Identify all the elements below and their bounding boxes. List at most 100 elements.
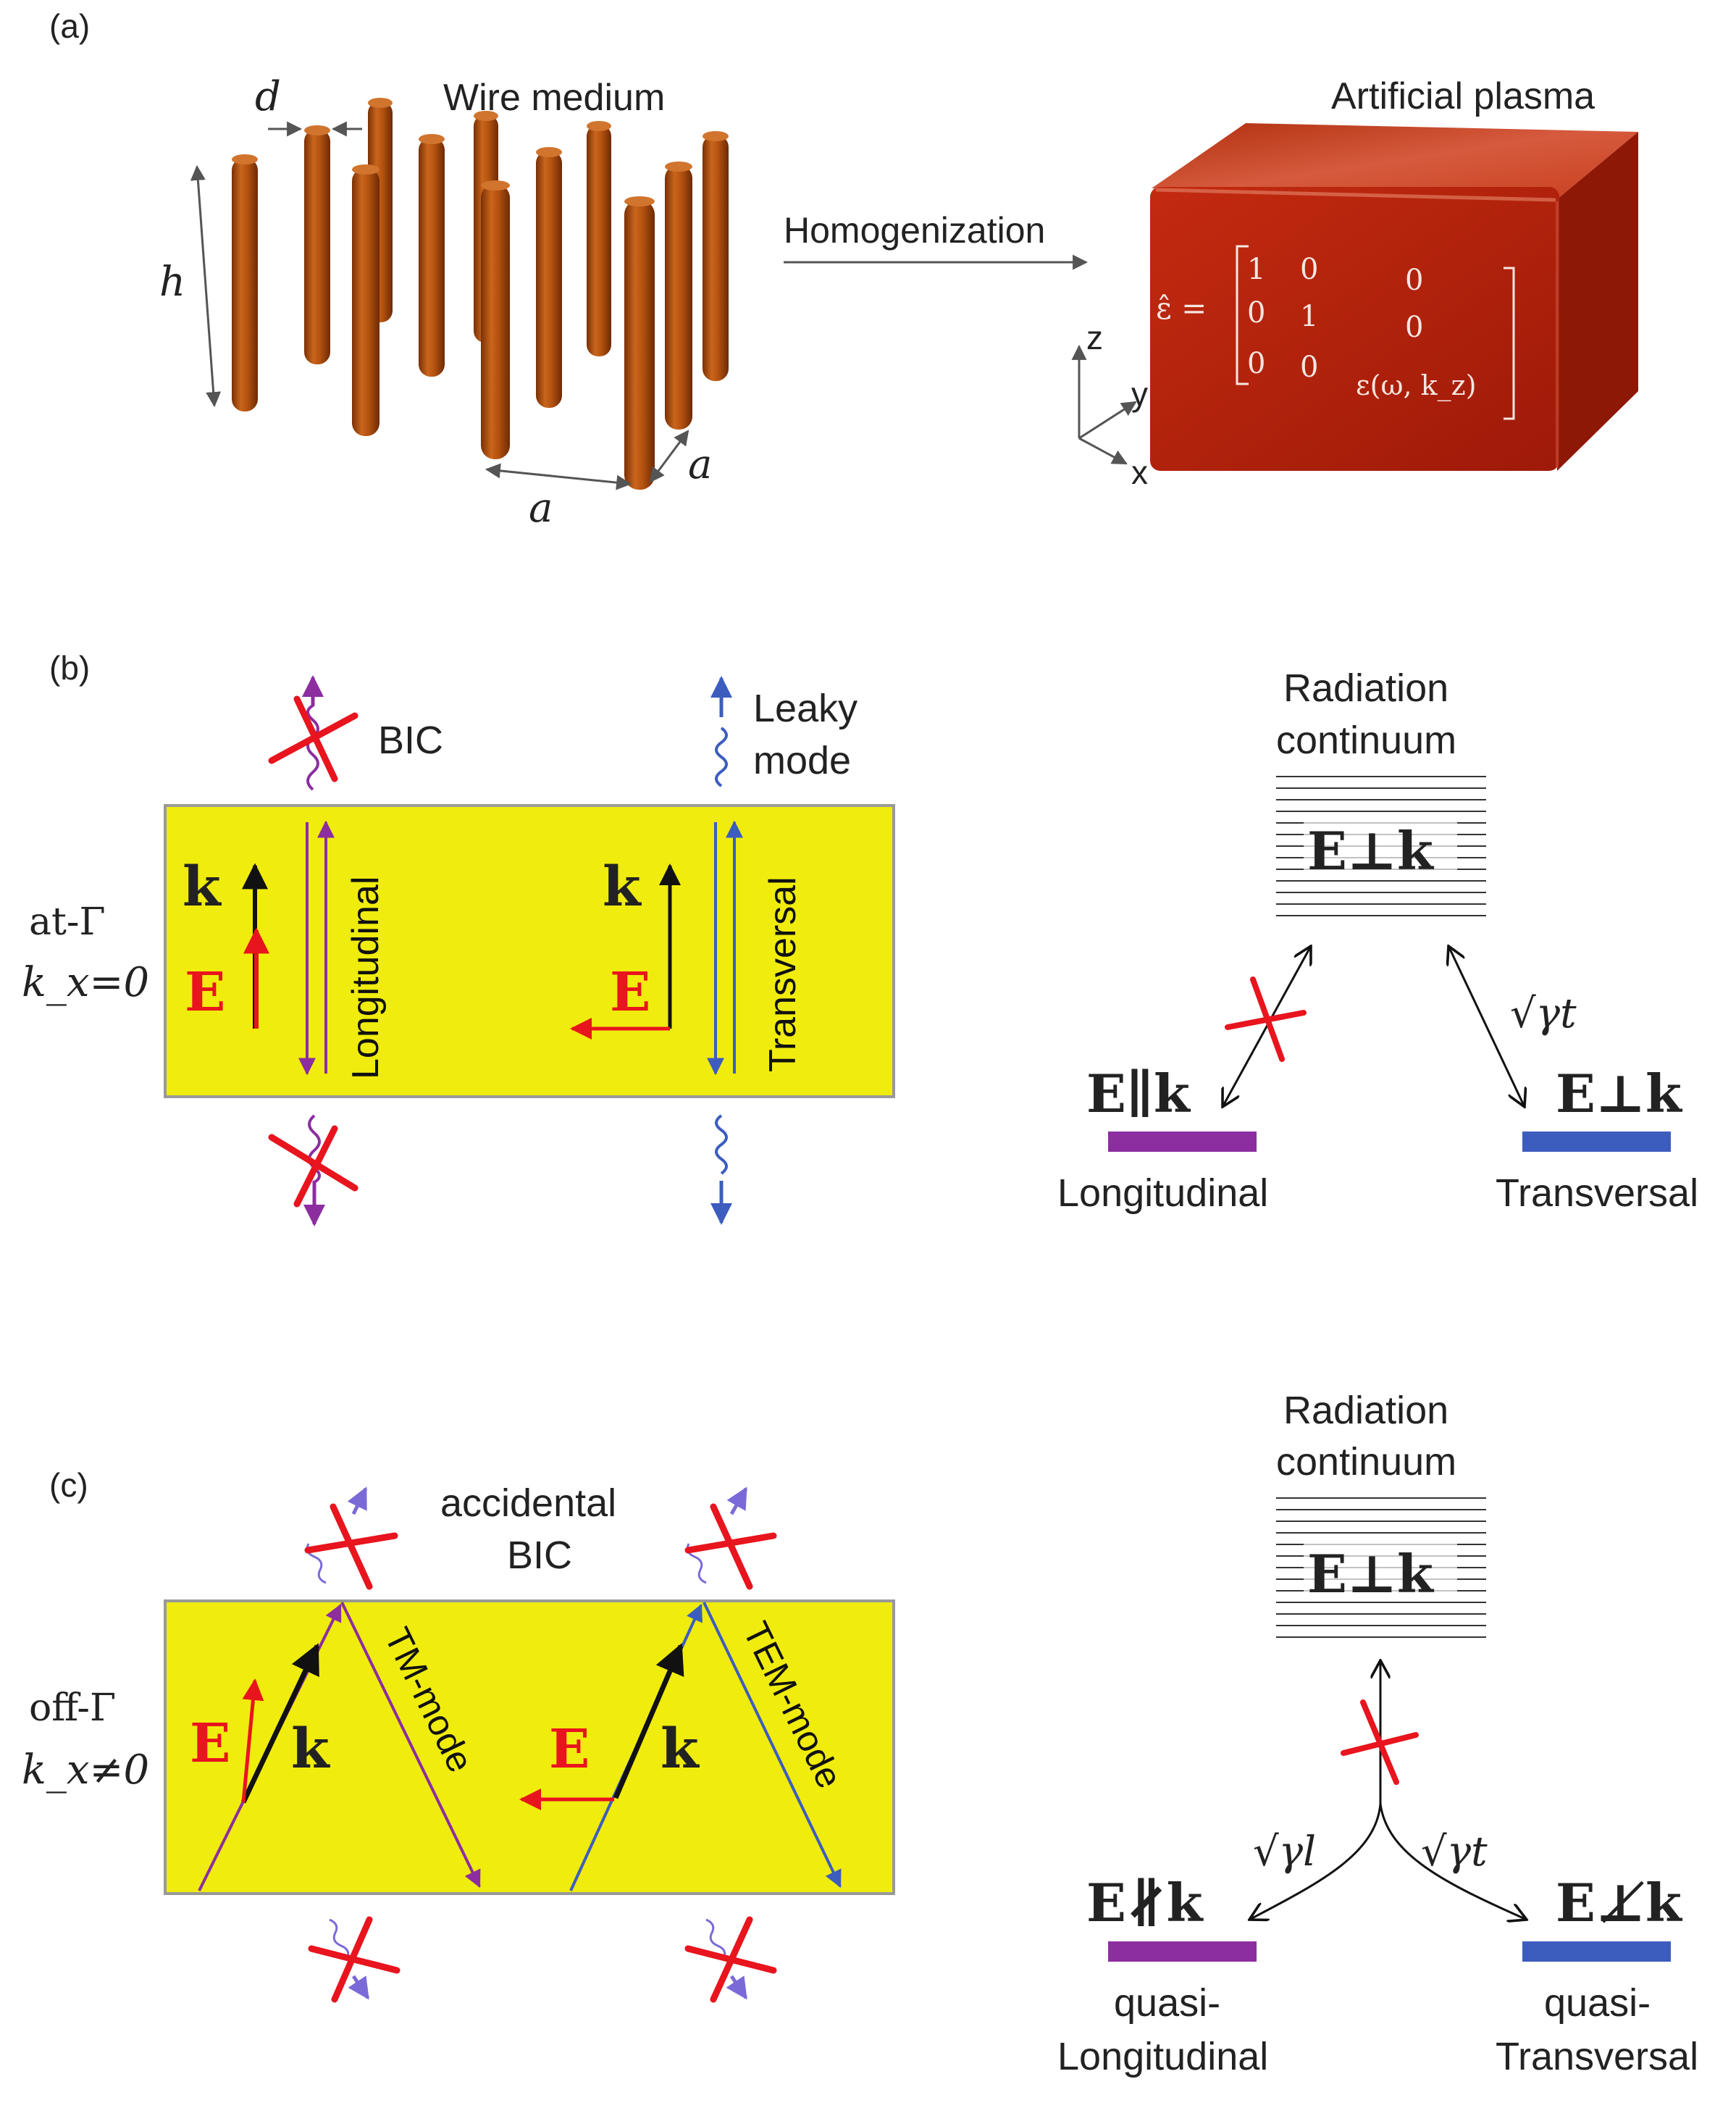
matrix-cell: 0 [1405, 264, 1423, 297]
blocked-cross-icon [304, 1503, 398, 1590]
leaky-label-line1: Leaky [753, 687, 857, 730]
matrix-cell: 0 [1247, 296, 1265, 330]
leaky-label-line2: mode [753, 739, 851, 782]
matrix-cell: 0 [1247, 347, 1265, 380]
continuum-c-line1: Radiation [1283, 1389, 1448, 1432]
quasi-longitudinal-level [1108, 1941, 1257, 1962]
blocked-cross-icon [268, 695, 358, 782]
wire [232, 154, 258, 411]
d-dimension-label: d [255, 73, 281, 120]
blocked-cross-icon [308, 1916, 401, 2003]
h-dimension-arrow [190, 164, 222, 408]
wire-medium-title: Wire medium [443, 77, 665, 119]
quasi-transversal-caption-line2: Transversal [1496, 2035, 1698, 2078]
blocked-cross-icon [684, 1503, 777, 1590]
artificial-plasma-block [1150, 123, 1638, 471]
axis-x-label: x [1131, 453, 1148, 491]
bic-label: BIC [378, 719, 443, 762]
coupling-label-left-c: √γl [1253, 1828, 1316, 1875]
right-state-c: E⊥̸k [1556, 1872, 1683, 1933]
k-label-c-right: k [661, 1716, 700, 1781]
E-label-c-left: E [190, 1712, 230, 1775]
blocked-wave-top-right [684, 1486, 777, 1590]
leaky-wave-top [710, 676, 732, 787]
continuum-state-c: E⊥k [1307, 1543, 1435, 1605]
wire [304, 125, 330, 364]
coupling-arrow-left-b [1223, 946, 1311, 1107]
permittivity-matrix: 1 0 0 0 1 0 0 0 ε(ω, k_z) [1247, 253, 1477, 402]
tem-reflected-ray [703, 1602, 842, 1889]
off-gamma-label: off-Γ [29, 1686, 116, 1730]
matrix-cell: 0 [1405, 311, 1423, 344]
blocked-cross-icon [684, 1916, 777, 2003]
matrix-bracket-left [1236, 245, 1249, 385]
matrix-cell: 0 [1300, 351, 1318, 384]
k-arrow-tilted-left [240, 1643, 320, 1804]
panel-c-label: (c) [49, 1466, 88, 1504]
a-dimension-arrow-diagonal [649, 430, 689, 483]
panel-b-label: (b) [49, 649, 90, 687]
left-state-c: E∦k [1086, 1872, 1204, 1933]
panel-a-label: (a) [49, 7, 90, 45]
continuum-b-line1: Radiation [1283, 666, 1448, 710]
right-state-b: E⊥k [1556, 1063, 1683, 1124]
coordinate-axes [1071, 344, 1137, 465]
blocked-cross-icon [268, 1125, 358, 1208]
quasi-transversal-level [1522, 1941, 1671, 1962]
continuum-state-b: E⊥k [1307, 820, 1435, 882]
wire-array [232, 98, 729, 490]
continuum-state-bg [1304, 1542, 1457, 1598]
matrix-cell: ε(ω, k_z) [1356, 369, 1477, 402]
axis-z-label: z [1086, 319, 1103, 356]
left-state-b: E∥k [1086, 1063, 1191, 1124]
blocked-wave-bottom-left [308, 1916, 401, 2003]
transversal-caption-b: Transversal [1496, 1171, 1698, 1215]
transversal-vertical-label: Transversal [762, 877, 804, 1072]
k-label-c-left: k [291, 1716, 330, 1781]
blocked-wave-bottom-right [684, 1916, 777, 2003]
permittivity-lhs: ε̂ = [1156, 290, 1207, 326]
continuum-b-line2: continuum [1276, 719, 1456, 762]
wire [587, 121, 611, 356]
wire [624, 196, 655, 490]
continuum-state-bg [1304, 819, 1457, 875]
E-arrow-tilted-left [241, 1678, 264, 1803]
accidental-bic-line1: accidental [440, 1481, 616, 1525]
matrix-bracket-right [1504, 267, 1515, 420]
k-arrow-tilted-right [613, 1643, 684, 1799]
wire [481, 180, 510, 459]
E-label-left: E [185, 961, 225, 1024]
at-gamma-label: at-Γ [29, 900, 106, 944]
transversal-level-b [1522, 1132, 1671, 1152]
coupling-arrow-right-b [1448, 946, 1525, 1107]
matrix-cell: 1 [1247, 253, 1265, 286]
h-dimension-label: h [159, 259, 185, 306]
slab-at-gamma [164, 804, 895, 1098]
kx-zero-label: k_x=0 [22, 959, 149, 1006]
matrix-cell: 1 [1300, 300, 1318, 333]
k-label-right: k [603, 854, 642, 919]
quasi-longitudinal-caption-line2: Longitudinal [1057, 2035, 1268, 2078]
wire [419, 134, 445, 377]
accidental-bic-line2: BIC [507, 1534, 572, 1577]
longitudinal-level-b [1108, 1132, 1257, 1152]
quasi-transversal-caption-line1: quasi- [1544, 1981, 1651, 2025]
matrix-cell: 0 [1300, 253, 1318, 286]
wire [536, 147, 562, 408]
bic-wave-top [268, 675, 358, 791]
a-dimension-label-horizontal: a [529, 485, 553, 532]
longitudinal-vertical-label: Longitudinal [345, 877, 387, 1079]
blocked-cross-icon [1225, 976, 1307, 1062]
coupling-curve-left-c [1249, 1803, 1382, 1920]
artificial-plasma-title: Artificial plasma [1331, 75, 1595, 117]
a-dimension-label-diagonal: a [688, 441, 712, 488]
tm-reflected-ray [340, 1602, 481, 1889]
leaky-wave-bottom [710, 1114, 732, 1225]
a-dimension-arrow-horizontal [485, 463, 632, 490]
k-label-left: k [183, 854, 222, 919]
coupling-label-right-c: √γt [1421, 1828, 1488, 1875]
blocked-wave-top-left [304, 1486, 398, 1590]
wire [352, 164, 380, 436]
kx-nonzero-label: k_x≠0 [22, 1747, 149, 1794]
